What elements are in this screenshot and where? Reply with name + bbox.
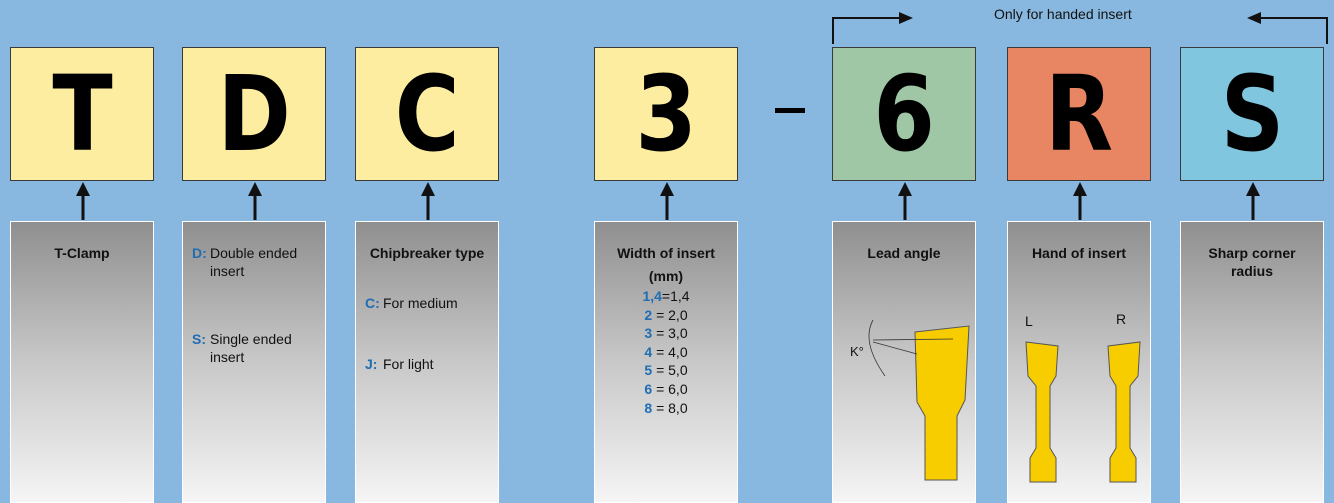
left-hand-label: L: [1025, 313, 1033, 329]
angle-symbol: K°: [850, 344, 864, 359]
code-letter: 3: [635, 53, 697, 175]
code-box-corner: S: [1180, 47, 1324, 181]
code-letter: S: [1220, 53, 1284, 175]
entry-single-ended: S: Single ended insert: [192, 330, 324, 366]
panel-title: T-Clamp: [54, 245, 110, 261]
up-arrow-icon: [1073, 182, 1087, 220]
width-row: 4 = 4,0: [644, 343, 688, 360]
width-row: 5 = 5,0: [644, 362, 688, 379]
up-arrow-icon: [76, 182, 90, 220]
width-row: 2 = 2,0: [644, 306, 688, 323]
code-box-lead: 6: [832, 47, 976, 181]
panel-corner-radius: Sharp corner radius: [1180, 221, 1324, 503]
code-letter: D: [217, 53, 291, 175]
code-box-d: D: [182, 47, 326, 181]
lead-angle-insert-drawing: K°: [850, 319, 970, 481]
entry-chipbreaker-c: C: For medium: [365, 294, 497, 312]
width-row: 1,4=1,4: [642, 288, 690, 304]
code-box-t: T: [10, 47, 154, 181]
panel-title: Chipbreaker type: [369, 245, 485, 261]
code-letter: T: [51, 53, 113, 175]
entry-chipbreaker-j: J: For light: [365, 355, 497, 373]
right-hand-label: R: [1116, 311, 1126, 327]
panel-t-clamp: T-Clamp: [10, 221, 154, 503]
width-row: 6 = 6,0: [644, 380, 688, 397]
code-letter: C: [394, 53, 460, 175]
panel-title: Sharp corner radius: [1208, 245, 1296, 279]
up-arrow-icon: [898, 182, 912, 220]
entry-text: Single ended insert: [210, 331, 292, 365]
width-row: 8 = 8,0: [644, 399, 688, 416]
code-box-c: C: [355, 47, 499, 181]
code-letter: R: [1044, 53, 1114, 175]
up-arrow-icon: [660, 182, 674, 220]
panel-width: Width of insert (mm) 1,4=1,4 2 = 2,0 3 =…: [594, 221, 738, 503]
width-list: 1,4=1,4 2 = 2,0 3 = 3,0 4 = 4,0 5 = 5,0 …: [595, 287, 737, 417]
up-arrow-icon: [421, 182, 435, 220]
handed-note: Only for handed insert: [994, 6, 1132, 22]
code-letter: 6: [873, 53, 935, 175]
panel-title: Lead angle: [867, 245, 941, 261]
entry-text: For medium: [383, 295, 458, 311]
separator-dash: [775, 108, 805, 113]
entry-code: D:: [192, 245, 207, 261]
panel-lead-angle: Lead angle K°: [832, 221, 976, 503]
panel-hand: Hand of insert L R: [1007, 221, 1151, 503]
panel-ended-type: D: Double ended insert S: Single ended i…: [182, 221, 326, 503]
entry-double-ended: D: Double ended insert: [192, 244, 324, 280]
entry-code: J:: [365, 356, 378, 372]
entry-text: For light: [383, 356, 434, 372]
entry-code: C:: [365, 295, 380, 311]
up-arrow-icon: [248, 182, 262, 220]
unit-label: (mm): [648, 268, 684, 284]
entry-code: S:: [192, 331, 206, 347]
width-row: 3 = 3,0: [644, 325, 688, 342]
panel-chipbreaker: Chipbreaker type C: For medium J: For li…: [355, 221, 499, 503]
up-arrow-icon: [1246, 182, 1260, 220]
handed-bracket: [832, 12, 1328, 44]
code-box-width: 3: [594, 47, 738, 181]
code-box-hand: R: [1007, 47, 1151, 181]
panel-title: Width of insert: [617, 245, 715, 261]
panel-title: Hand of insert: [1031, 245, 1127, 261]
hand-insert-drawing: L R: [1025, 311, 1141, 483]
entry-text: Double ended insert: [210, 245, 298, 279]
